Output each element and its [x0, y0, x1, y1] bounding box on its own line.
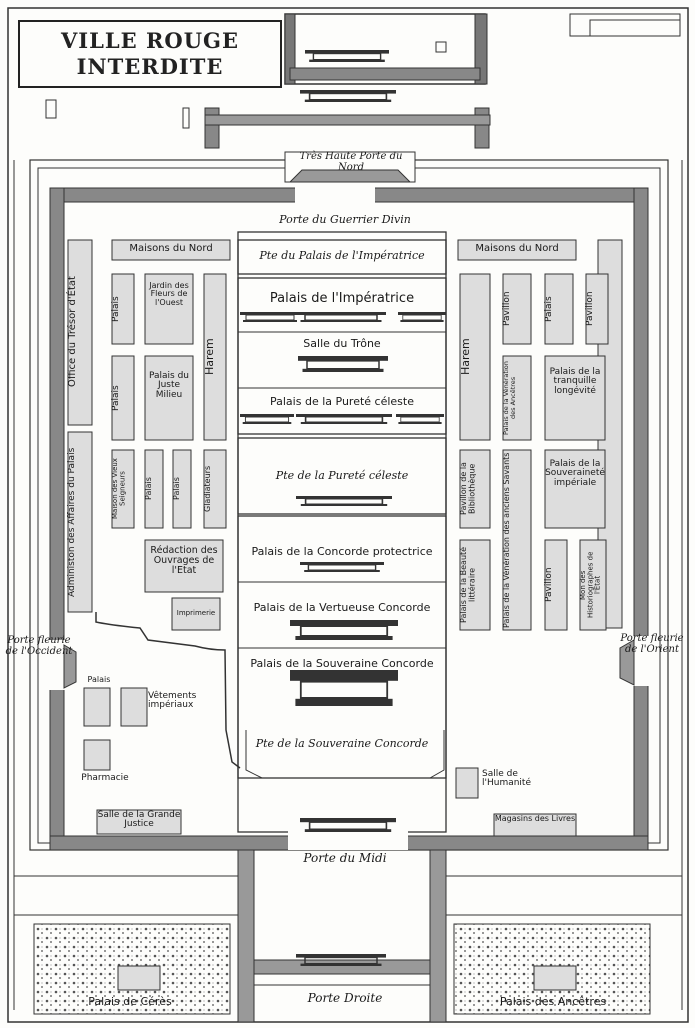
map-title-line1: VILLE ROUGE: [61, 28, 239, 53]
gate-south-label: Porte du Midi: [303, 851, 387, 865]
west-palais-3: Palais: [144, 477, 153, 501]
west-vetements: Vêtements impériaux: [148, 691, 197, 711]
east-maisons-nord: Maisons du Nord: [475, 243, 559, 254]
west-palais-ceres: Palais de Cérès: [88, 995, 172, 1008]
central-p-palais-imperatrice: Pte du Palais de l'Impératrice: [259, 249, 425, 262]
east-humanite: Salle de l'Humanité: [482, 769, 531, 789]
west-maison-vieux: Maison des Vieux Seigneurs: [111, 458, 127, 520]
east-palais-1: Palais: [544, 296, 554, 322]
west-redaction: Rédaction des Ouvrages de l'Etat: [150, 545, 218, 576]
map-title-line2: INTERDITE: [76, 54, 224, 79]
gate-warrior-label: Porte du Guerrier Divin: [279, 213, 411, 226]
central-palais-purete: Palais de la Pureté céleste: [270, 395, 414, 408]
east-harem: Harem: [459, 338, 472, 376]
west-jardin: Jardin des Fleurs de l'Ouest: [149, 281, 189, 307]
central-p-purete: Pte de la Pureté céleste: [275, 469, 409, 482]
central-salle-trone: Salle du Trône: [303, 337, 381, 350]
east-pavillon-3: Pavillon: [544, 567, 554, 603]
west-palais-4: Palais: [172, 477, 181, 501]
east-bibliotheque: Pavillon de la Bibliothèque: [459, 462, 477, 516]
east-souverainete: Palais de la Souveraineté impériale: [545, 459, 605, 488]
east-histoire: Mon des Historiographes de l'Etat: [579, 551, 602, 619]
east-pavillon-1: Pavillon: [502, 291, 512, 327]
west-imprimerie: Imprimerie: [176, 609, 216, 617]
east-veneration-ancetres: Palais de la Vénération des Ancêtres: [502, 361, 517, 435]
central-palais-imperatrice: Palais de l'Impératrice: [269, 291, 415, 306]
central-concorde-protectrice: Palais de la Concorde protectrice: [251, 545, 433, 558]
west-pharmacie: Pharmacie: [81, 773, 129, 783]
gate-east-label: Porte fleurie de l'Orient: [620, 633, 684, 655]
east-veneration-savants: Palais de la Vénération des anciens Sava…: [502, 452, 511, 628]
west-palais-2: Palais: [111, 385, 121, 411]
east-beaute: Palais de la Beauté littéraire: [459, 546, 477, 624]
central-p-souveraine: Pte de la Souveraine Concorde: [255, 737, 429, 750]
gate-droite-label: Porte Droite: [307, 991, 383, 1005]
west-palais-5: Palais: [87, 675, 111, 684]
west-salle-justice: Salle de la Grande Justice: [97, 810, 181, 830]
east-palais-ancetres: Palais des Ancêtres: [499, 995, 607, 1008]
west-harem: Harem: [203, 338, 216, 376]
west-gladiateurs: Gladiateurs: [203, 465, 212, 513]
central-souveraine-concorde: Palais de la Souveraine Concorde: [250, 657, 434, 670]
central-vertueuse-concorde: Palais de la Vertueuse Concorde: [253, 601, 431, 614]
west-palais-juste: Palais du Juste Milieu: [148, 371, 190, 400]
map-title-box: VILLE ROUGE INTERDITE: [18, 20, 282, 88]
west-palais-1: Palais: [111, 296, 121, 322]
gate-west-label: Porte fleurie de l'Occident: [5, 635, 73, 657]
east-tranquille: Palais de la tranquille longévité: [549, 367, 601, 396]
east-magasins: Magasins des Livres: [494, 814, 576, 823]
west-office-tresor: Office du Trésor d'État: [67, 276, 78, 388]
west-admin-affaires: Administon des Affaires du Palais: [67, 447, 77, 597]
west-maisons-nord: Maisons du Nord: [129, 243, 213, 254]
gate-north-label: Très Haute Porte du Nord: [299, 151, 403, 173]
east-pavillon-2: Pavillon: [585, 291, 595, 327]
